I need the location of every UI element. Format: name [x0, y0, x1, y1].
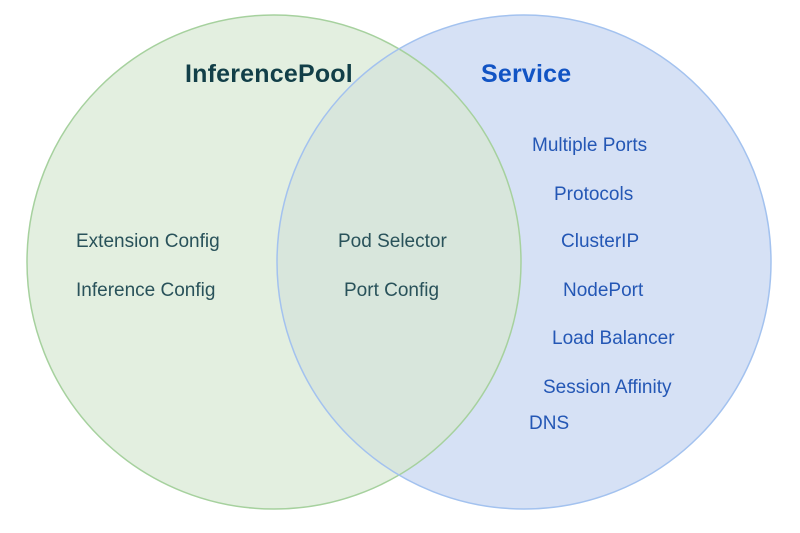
overlap-item-pod-selector: Pod Selector: [338, 231, 447, 252]
left-item-extension-config: Extension Config: [76, 231, 220, 252]
right-item-protocols: Protocols: [554, 184, 634, 205]
right-item-multiple-ports: Multiple Ports: [532, 135, 648, 156]
right-item-session-affinity: Session Affinity: [543, 377, 672, 398]
left-circle-title: InferencePool: [185, 60, 353, 88]
right-circle-title: Service: [481, 60, 572, 88]
service-circle-outline: [276, 14, 772, 510]
left-item-inference-config: Inference Config: [76, 280, 216, 301]
overlap-region: [277, 15, 521, 509]
overlap-item-port-config: Port Config: [344, 280, 440, 301]
right-item-load-balancer: Load Balancer: [552, 328, 675, 349]
right-item-dns: DNS: [529, 413, 570, 434]
right-item-nodeport: NodePort: [563, 280, 644, 301]
right-item-clusterip: ClusterIP: [561, 231, 640, 252]
inferencepool-circle-outline: [26, 14, 522, 510]
